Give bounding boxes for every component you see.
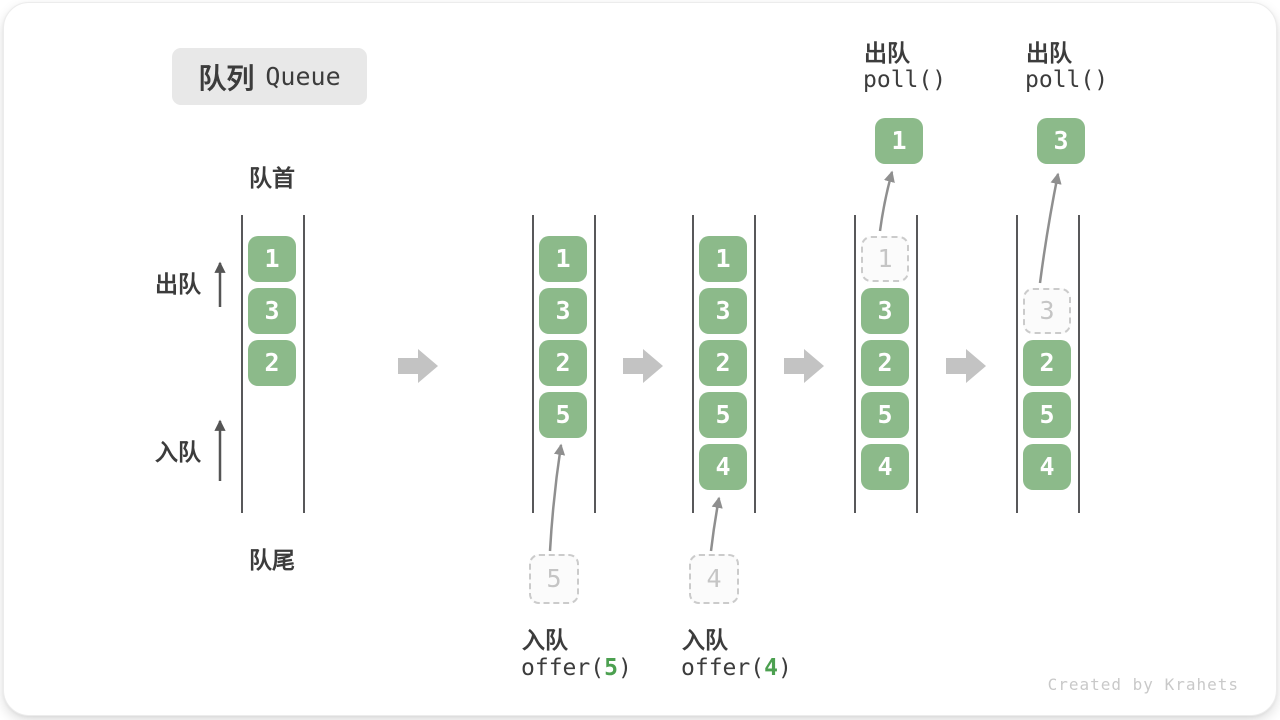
enqueue-curve-arrow-icon xyxy=(709,496,723,552)
dequeue-op-code: poll() xyxy=(863,67,947,93)
enqueue-curve-arrow-icon xyxy=(548,443,566,552)
queue-item-1: 1 xyxy=(539,236,587,282)
queue-wall-left xyxy=(692,215,694,513)
queue-item-5: 5 xyxy=(699,392,747,438)
queue-wall-right xyxy=(594,215,596,513)
removed-slot-3: 3 xyxy=(1023,288,1071,334)
enqueue-arg-value: 4 xyxy=(764,655,778,681)
queue-item-2: 2 xyxy=(539,340,587,386)
queue-item-4: 4 xyxy=(861,444,909,490)
queue-item-3: 3 xyxy=(539,288,587,334)
queue-wall-right xyxy=(303,215,305,513)
enqueue-op-code: offer(4) xyxy=(681,655,792,681)
queue-item-2: 2 xyxy=(248,340,296,386)
queue-item-1: 1 xyxy=(248,236,296,282)
queue-wall-left xyxy=(241,215,243,513)
queue-wall-right xyxy=(754,215,756,513)
dequeue-curve-arrow-icon xyxy=(1038,172,1062,284)
credit-text: Created by Krahets xyxy=(1047,675,1239,694)
queue-wall-right xyxy=(916,215,918,513)
enqueue-arg-value: 5 xyxy=(604,655,618,681)
step-arrow-icon xyxy=(398,349,438,383)
queue-item-5: 5 xyxy=(1023,392,1071,438)
queue-wall-left xyxy=(854,215,856,513)
step-arrow-icon xyxy=(623,349,663,383)
dequeue-curve-arrow-icon xyxy=(878,170,895,232)
dequeue-op-label: 出队 xyxy=(1026,40,1072,66)
incoming-item-5: 5 xyxy=(529,554,579,604)
label-enqueue: 入队 xyxy=(155,439,201,465)
queue-item-3: 3 xyxy=(861,288,909,334)
queue-item-5: 5 xyxy=(539,392,587,438)
title-zh: 队列 xyxy=(198,62,255,94)
step-arrow-icon xyxy=(784,349,824,383)
title-en: Queue xyxy=(265,62,341,91)
step-arrow-icon xyxy=(946,349,986,383)
queue-item-3: 3 xyxy=(699,288,747,334)
queue-item-3: 3 xyxy=(248,288,296,334)
queue-item-5: 5 xyxy=(861,392,909,438)
queue-wall-left xyxy=(532,215,534,513)
queue-wall-left xyxy=(1016,215,1018,513)
label-queue-tail: 队尾 xyxy=(249,547,295,573)
polled-item-1: 1 xyxy=(875,118,923,164)
dequeue-op-label: 出队 xyxy=(864,40,910,66)
label-queue-head: 队首 xyxy=(249,165,295,191)
queue-item-4: 4 xyxy=(699,444,747,490)
arrows-overlay xyxy=(214,170,1062,552)
label-dequeue: 出队 xyxy=(155,271,201,297)
queue-item-2: 2 xyxy=(861,340,909,386)
enqueue-op-label: 入队 xyxy=(522,627,568,653)
removed-slot-1: 1 xyxy=(861,236,909,282)
queue-item-2: 2 xyxy=(1023,340,1071,386)
incoming-item-4: 4 xyxy=(689,554,739,604)
polled-item-3: 3 xyxy=(1037,118,1085,164)
queue-wall-right xyxy=(1078,215,1080,513)
queue-item-4: 4 xyxy=(1023,444,1071,490)
enqueue-op-code: offer(5) xyxy=(521,655,632,681)
queue-item-1: 1 xyxy=(699,236,747,282)
dequeue-op-code: poll() xyxy=(1025,67,1109,93)
queue-item-2: 2 xyxy=(699,340,747,386)
enqueue-op-label: 入队 xyxy=(682,627,728,653)
title-badge: 队列 Queue xyxy=(172,48,367,105)
